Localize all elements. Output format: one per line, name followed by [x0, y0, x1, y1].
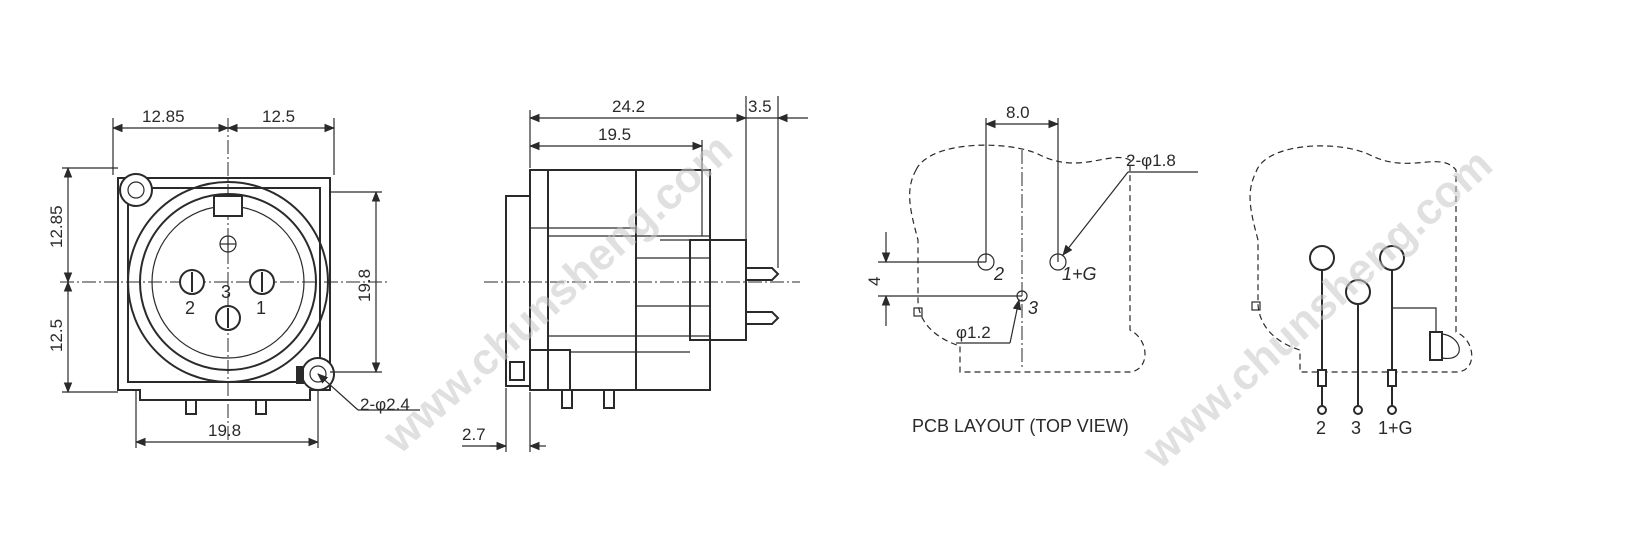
- pcb-pin-label-3: 3: [1028, 298, 1038, 318]
- dim-offset: 4: [865, 277, 884, 286]
- dim-pin-length: 3.5: [748, 97, 772, 116]
- front-view: 2 3 1 12.85 12.5 12.85 12.5 19.8 19.8 2-…: [47, 107, 420, 448]
- pin-label-2: 2: [185, 298, 195, 318]
- small-hole-callout: φ1.2: [956, 323, 991, 342]
- dim-body-length: 19.5: [598, 125, 631, 144]
- pcb-pin-label-2: 2: [993, 264, 1004, 284]
- dim-right-height: 19.8: [355, 269, 374, 302]
- large-hole-callout: 2-φ1.8: [1126, 151, 1176, 170]
- dim-top-right: 12.5: [262, 107, 295, 126]
- schem-pin-label-3: 3: [1351, 418, 1361, 438]
- dim-pitch: 8.0: [1006, 103, 1030, 122]
- dim-bottom-width: 19.8: [208, 421, 241, 440]
- schem-pin-label-2: 2: [1316, 418, 1326, 438]
- dim-top-left: 12.85: [142, 107, 185, 126]
- dim-left-lower: 12.5: [47, 319, 66, 352]
- schematic-view: 2 3 1+G: [1249, 145, 1473, 438]
- schem-pin-label-1g: 1+G: [1378, 418, 1413, 438]
- pcb-layout: 8.0 4 2-φ1.8 φ1.2 2 1+G 3 PCB LAYOUT (TO…: [865, 103, 1198, 436]
- hole-callout: 2-φ2.4: [360, 395, 410, 414]
- pcb-caption: PCB LAYOUT (TOP VIEW): [912, 416, 1129, 436]
- pin-label-3: 3: [221, 282, 231, 302]
- dim-total-length: 24.2: [612, 97, 645, 116]
- dim-left-upper: 12.85: [47, 205, 66, 248]
- side-view: 24.2 19.5 3.5 2.7: [462, 96, 808, 452]
- dim-flange: 2.7: [462, 425, 486, 444]
- watermark-left: www.chunsheng.com: [373, 124, 741, 463]
- pin-label-1: 1: [256, 298, 266, 318]
- pcb-pin-label-1g: 1+G: [1062, 264, 1097, 284]
